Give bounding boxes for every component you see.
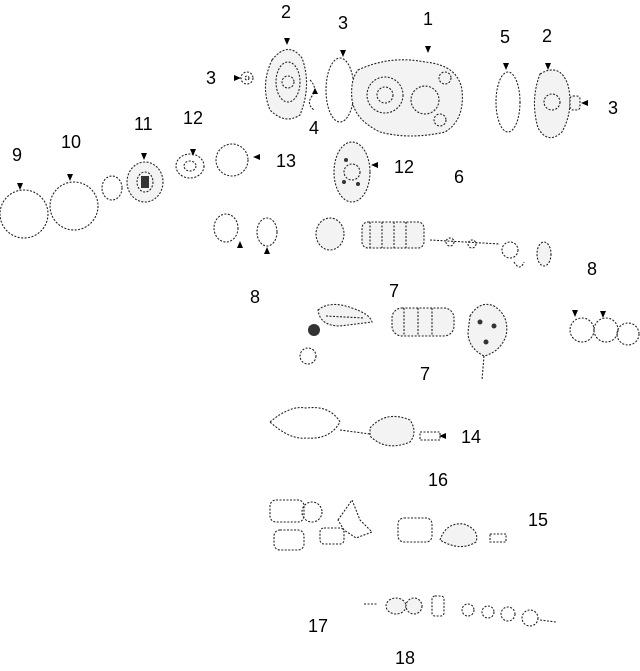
small-washer-part: [240, 71, 254, 85]
gear-wheel-part: [126, 161, 164, 203]
callout-12-upper: 12: [183, 108, 203, 128]
main-housing-part: [351, 59, 463, 137]
end-cover-part: [533, 69, 571, 139]
bracket-part: [269, 407, 371, 439]
brush-plate-part: [467, 303, 508, 381]
seal-ring-part: [215, 143, 249, 177]
callout-5: 5: [500, 27, 510, 47]
callout-18: 18: [395, 648, 415, 668]
end-cap-part: [369, 415, 441, 447]
callout-14: 14: [461, 427, 481, 447]
callout-2-top: 2: [281, 2, 291, 22]
large-ring-part: [0, 189, 49, 239]
callout-7-upper: 7: [389, 281, 399, 301]
callout-9: 9: [12, 145, 22, 165]
callout-arrows: [17, 38, 606, 439]
rotor-disc-part: [333, 141, 371, 203]
bushing-part: [175, 153, 205, 179]
spring-clip-part: [308, 79, 316, 111]
washer-pair-part: [213, 213, 278, 247]
ring-set-part: [569, 317, 640, 346]
field-coil-part: [391, 307, 455, 337]
callout-1: 1: [423, 9, 433, 29]
callout-2-right: 2: [542, 26, 552, 46]
drive-gear-assembly-part: [299, 303, 373, 365]
disc-plate-part: [49, 181, 99, 231]
callout-11: 11: [134, 114, 153, 134]
callout-8-right: 8: [587, 259, 597, 279]
callout-15: 15: [528, 510, 548, 530]
gasket-part: [325, 57, 355, 123]
hardware-row: [364, 595, 557, 627]
callout-3-right: 3: [608, 98, 618, 118]
terminal-parts-row: [269, 498, 507, 551]
small-nut-part: [569, 95, 581, 111]
spacer-part: [101, 175, 123, 201]
callout-3-top: 3: [338, 13, 348, 33]
callout-16: 16: [428, 470, 448, 490]
housing-cover-part: [264, 48, 308, 120]
callout-13: 13: [276, 151, 296, 171]
ring-gasket-part: [495, 71, 521, 133]
callout-7-lower: 7: [420, 364, 430, 384]
callout-10: 10: [61, 132, 81, 152]
callout-4: 4: [309, 118, 319, 138]
callout-17: 17: [308, 616, 328, 636]
callout-8-left: 8: [250, 287, 260, 307]
callout-12-lower: 12: [394, 157, 414, 177]
armature-shaft-part: [315, 217, 552, 268]
callout-6: 6: [454, 167, 464, 187]
callout-3-left: 3: [206, 68, 216, 88]
